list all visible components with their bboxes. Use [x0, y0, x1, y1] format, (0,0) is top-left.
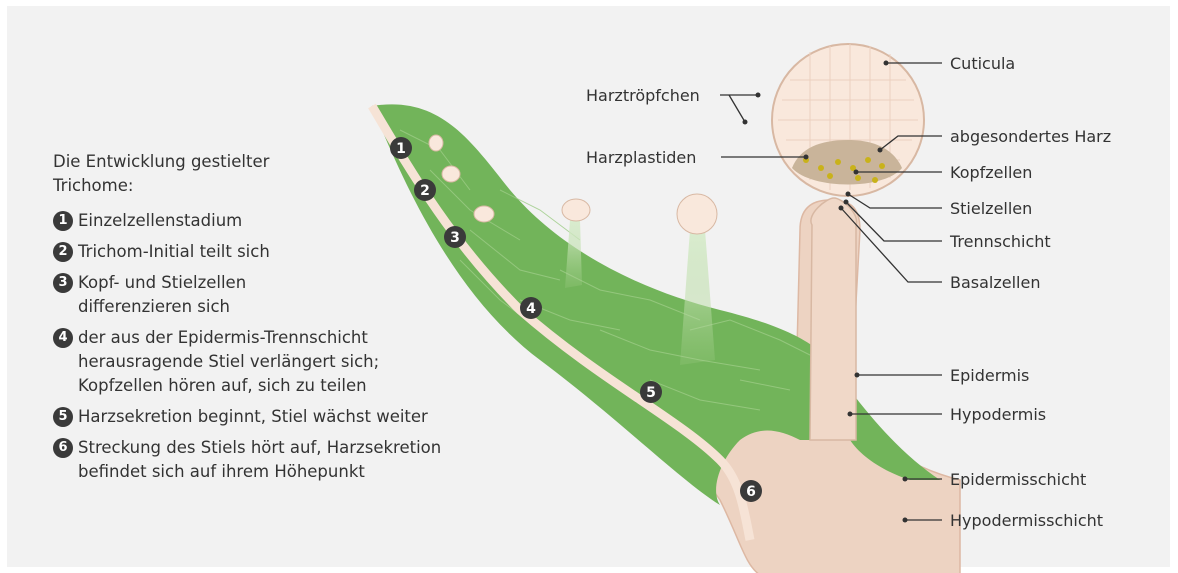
label-harzplastiden: Harzplastiden — [586, 148, 809, 167]
trichome-stage-5-stalk — [680, 230, 715, 365]
svg-text:4: 4 — [526, 301, 536, 317]
svg-text:Cuticula: Cuticula — [950, 54, 1015, 73]
svg-text:6: 6 — [746, 484, 756, 500]
svg-text:Basalzellen: Basalzellen — [950, 273, 1040, 292]
svg-text:Harzplastiden: Harzplastiden — [586, 148, 696, 167]
svg-text:Stielzellen: Stielzellen — [950, 199, 1032, 218]
trichome-stage-2 — [442, 166, 460, 182]
trichome-stage-3 — [474, 206, 494, 222]
svg-text:Epidermisschicht: Epidermisschicht — [950, 470, 1086, 489]
svg-text:3: 3 — [450, 230, 460, 246]
stage-marker-3: 3 — [444, 226, 466, 248]
svg-text:Trennschicht: Trennschicht — [949, 232, 1051, 251]
trichome-stage-1 — [429, 135, 443, 151]
trichome-stage-4-head — [562, 199, 590, 221]
svg-text:abgesondertes Harz: abgesondertes Harz — [950, 127, 1111, 146]
svg-text:Epidermis: Epidermis — [950, 366, 1029, 385]
label-epidermis: Epidermis — [855, 366, 1030, 385]
label-harztroepfchen: Harztröpfchen — [586, 86, 761, 125]
svg-text:Hypodermisschicht: Hypodermisschicht — [950, 511, 1103, 530]
mature-stalk — [810, 198, 857, 440]
stage-marker-2: 2 — [414, 179, 436, 201]
label-stielzellen: Stielzellen — [846, 192, 1033, 219]
stage-marker-6: 6 — [740, 480, 762, 502]
trichome-stage-5-head — [677, 194, 717, 234]
svg-text:2: 2 — [420, 183, 430, 199]
svg-text:Harztröpfchen: Harztröpfchen — [586, 86, 700, 105]
svg-text:Hypodermis: Hypodermis — [950, 405, 1046, 424]
label-hypodermis: Hypodermis — [848, 405, 1047, 424]
stage-marker-5: 5 — [640, 381, 662, 403]
stage-marker-1: 1 — [390, 137, 412, 159]
svg-text:1: 1 — [396, 141, 406, 157]
svg-text:5: 5 — [646, 385, 656, 401]
stage-marker-4: 4 — [520, 297, 542, 319]
svg-text:Kopfzellen: Kopfzellen — [950, 163, 1032, 182]
